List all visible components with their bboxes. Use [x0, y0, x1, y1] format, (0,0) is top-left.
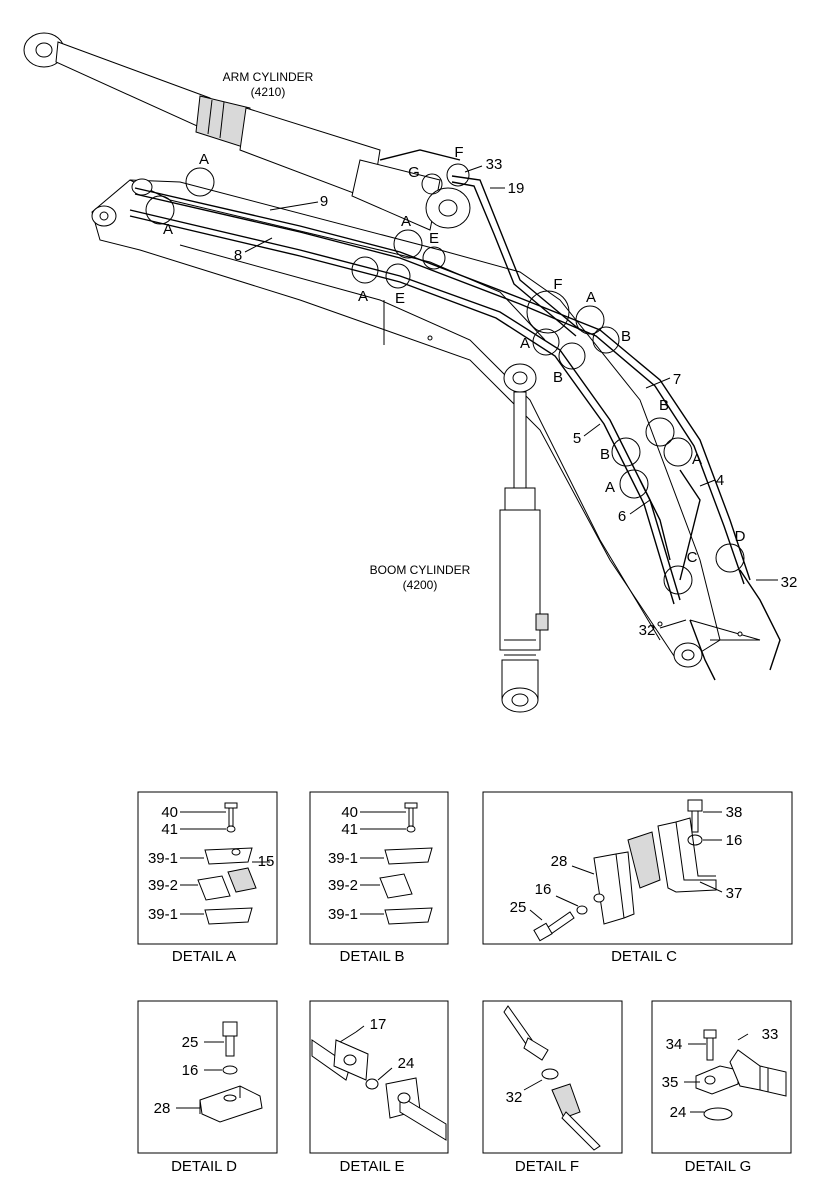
boom-cylinder [499, 363, 549, 713]
detail-b: 40 41 39-1 39-2 39-1 DETAIL B [309, 791, 449, 965]
callout-letter: F [553, 276, 562, 293]
detail-f-label: 32 [506, 1089, 523, 1106]
detail-g: 34 33 35 24 DETAIL G [651, 1000, 792, 1175]
leader-lines [244, 165, 778, 629]
part-number: 32 [781, 574, 798, 591]
callout-letter: B [659, 397, 669, 414]
detail-d-label: 25 [182, 1034, 199, 1051]
detail-f-caption: DETAIL F [515, 1158, 579, 1175]
detail-b-label: 39-1 [328, 850, 358, 867]
detail-b-label: 39-2 [328, 877, 358, 894]
part-number: 9 [320, 193, 328, 210]
arm-cylinder-name: ARM CYLINDER [223, 70, 314, 84]
detail-c-label: 28 [551, 853, 568, 870]
callout-letter: A [199, 151, 209, 168]
part-number: 6 [618, 508, 626, 525]
detail-circles [145, 163, 745, 595]
part-number: 5 [573, 430, 581, 447]
detail-g-label: 24 [670, 1104, 687, 1121]
detail-b-label: 40 [341, 804, 358, 821]
detail-c-label: 37 [726, 885, 743, 902]
callout-letter: C [687, 549, 698, 566]
detail-g-caption: DETAIL G [685, 1158, 752, 1175]
detail-b-label: 41 [341, 821, 358, 838]
detail-a: 40 41 39-1 15 39-2 39-1 DETAIL A [137, 791, 278, 965]
callout-letter: A [605, 479, 615, 496]
detail-c-label: 16 [535, 881, 552, 898]
detail-c-label: 38 [726, 804, 743, 821]
part-number: 33 [486, 156, 503, 173]
callout-letter: E [429, 230, 439, 247]
detail-a-label: 39-2 [148, 877, 178, 894]
callout-letter: A [586, 289, 596, 306]
detail-c-caption: DETAIL C [611, 948, 677, 965]
callout-letter: A [401, 213, 411, 230]
detail-e-label: 24 [398, 1055, 415, 1072]
callout-letter: B [553, 369, 563, 386]
detail-c-label: 25 [510, 899, 527, 916]
detail-a-label: 39-1 [148, 850, 178, 867]
callout-letter: D [735, 528, 746, 545]
boom-cylinder-code: (4200) [403, 578, 438, 592]
detail-a-caption: DETAIL A [172, 948, 236, 965]
boom-structure [91, 178, 761, 668]
detail-e-label: 17 [370, 1016, 387, 1033]
detail-e-caption: DETAIL E [339, 1158, 404, 1175]
callout-letter: B [621, 328, 631, 345]
detail-d-label: 16 [182, 1062, 199, 1079]
callout-letter: A [163, 221, 173, 238]
main-assembly: ARM CYLINDER (4210) BOOM CYLINDER (4200)… [23, 32, 798, 713]
part-number: 7 [673, 371, 681, 388]
arm-cylinder [23, 32, 471, 231]
callout-letter: A [358, 288, 368, 305]
detail-e: 17 24 DETAIL E [309, 1000, 449, 1175]
callout-letter: E [395, 290, 405, 307]
part-number: 4 [716, 472, 724, 489]
callout-letter: A [692, 451, 702, 468]
detail-b-caption: DETAIL B [339, 948, 404, 965]
detail-d-label: 28 [154, 1100, 171, 1117]
part-number: 19 [508, 180, 525, 197]
callout-letter: G [408, 164, 420, 181]
detail-c: 38 16 28 16 37 25 DETAIL C [482, 791, 793, 965]
detail-d-caption: DETAIL D [171, 1158, 237, 1175]
detail-d: 25 16 28 DETAIL D [137, 1000, 278, 1175]
boom-cylinder-name: BOOM CYLINDER [370, 563, 471, 577]
callout-letter: A [520, 335, 530, 352]
detail-b-label: 39-1 [328, 906, 358, 923]
detail-g-label: 34 [666, 1036, 683, 1053]
detail-a-label: 41 [161, 821, 178, 838]
part-number: 8 [234, 247, 242, 264]
detail-g-label: 33 [762, 1026, 779, 1043]
callout-letter: B [600, 446, 610, 463]
detail-c-label: 16 [726, 832, 743, 849]
detail-a-label: 39-1 [148, 906, 178, 923]
detail-g-label: 35 [662, 1074, 679, 1091]
detail-a-label: 15 [258, 853, 275, 870]
callout-letter: F [454, 144, 463, 161]
detail-f: 32 DETAIL F [482, 1000, 623, 1175]
detail-a-label: 40 [161, 804, 178, 821]
arm-cylinder-code: (4210) [251, 85, 286, 99]
part-number: 32 [639, 622, 656, 639]
